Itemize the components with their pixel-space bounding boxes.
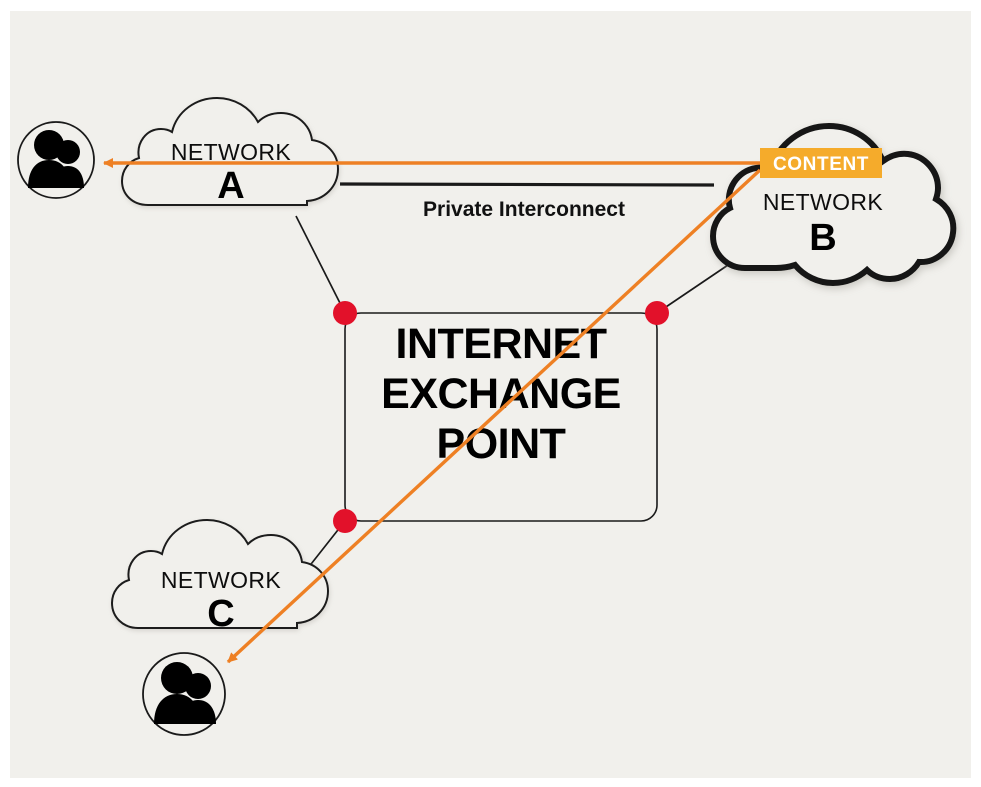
users-icon — [154, 662, 216, 724]
users-network-c[interactable] — [142, 652, 226, 736]
private-interconnect-line — [339, 182, 715, 187]
ixp-box-outline — [344, 312, 658, 522]
internet-exchange-point-box: INTERNET EXCHANGE POINT — [344, 312, 658, 522]
cloud-b-big-label: B — [809, 217, 836, 259]
cloud-c-big-label: C — [207, 593, 234, 635]
content-badge-background — [760, 148, 882, 178]
content-badge[interactable]: CONTENT — [760, 148, 882, 178]
link-network-a-to-ixp — [295, 215, 346, 314]
cloud-b-top-label: NETWORK — [763, 189, 884, 215]
cloud-network-c[interactable]: NETWORK C — [110, 518, 330, 635]
peering-nodes — [333, 301, 669, 533]
peering-node-dot[interactable] — [333, 301, 357, 325]
ixp-title-line-1: INTERNET — [396, 320, 607, 368]
flow-content-to-users-c — [226, 168, 762, 664]
content-traffic-flows — [103, 158, 762, 664]
cloud-c-top-label: NETWORK — [161, 567, 282, 593]
peering-node-dot[interactable] — [645, 301, 669, 325]
peering-node-dot[interactable] — [333, 509, 357, 533]
link-network-b-to-ixp — [656, 262, 732, 314]
ixp-title-line-3: POINT — [437, 420, 566, 468]
cloud-c-shape — [110, 518, 330, 629]
private-interconnect-label: Private Interconnect — [423, 198, 625, 221]
cloud-network-a[interactable]: NETWORK A — [120, 96, 340, 207]
cloud-a-top-label: NETWORK — [171, 139, 292, 165]
cloud-a-shape — [120, 96, 340, 206]
content-badge-label: CONTENT — [773, 154, 869, 175]
private-interconnect: Private Interconnect — [339, 182, 715, 221]
cloud-a-big-label: A — [217, 165, 244, 207]
users-network-a[interactable] — [17, 121, 95, 199]
users-icon — [28, 130, 84, 188]
